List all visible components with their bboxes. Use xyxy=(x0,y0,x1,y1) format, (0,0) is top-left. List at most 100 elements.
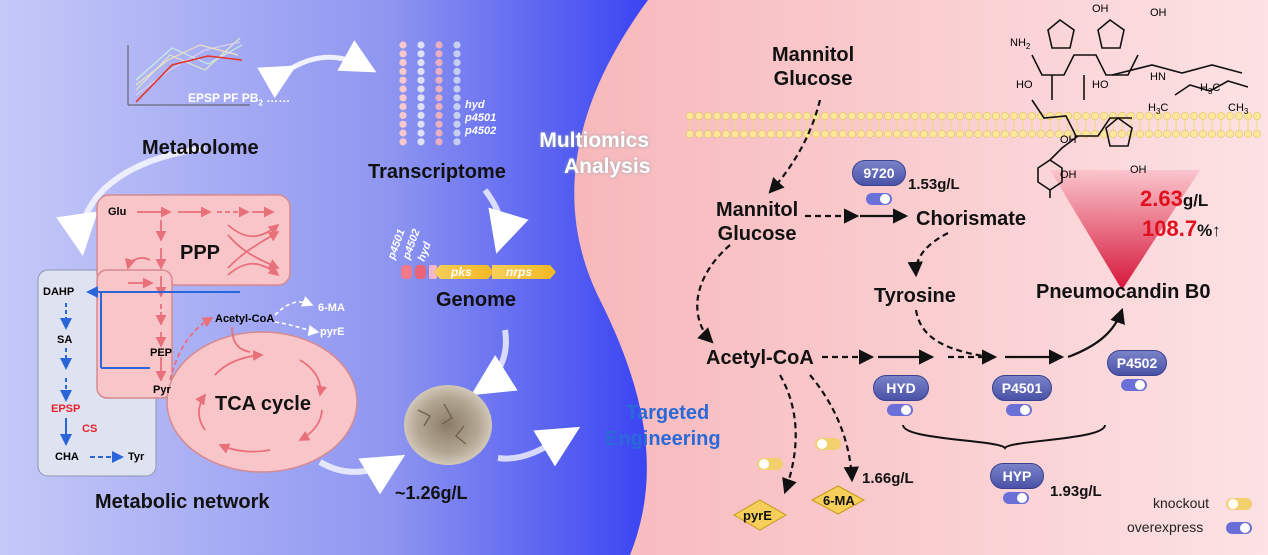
production-triangle xyxy=(1050,170,1200,290)
lipid-head xyxy=(911,130,919,138)
node-pyre: pyrE xyxy=(320,326,345,338)
lipid-head xyxy=(704,130,712,138)
expression-dot xyxy=(453,111,461,119)
lipid-head xyxy=(938,130,946,138)
pneumocandin-b0-label: Pneumocandin B0 xyxy=(1036,281,1211,303)
lipid-head xyxy=(695,130,703,138)
metabolome-chart xyxy=(127,37,250,106)
lipid-head xyxy=(1172,112,1180,120)
metabolites-label: EPSP PF PB2 …… xyxy=(188,91,291,108)
expression-dot xyxy=(417,94,425,102)
hyp-titer: 1.93g/L xyxy=(1050,483,1102,500)
expression-dot xyxy=(435,129,443,137)
lipid-head xyxy=(767,130,775,138)
mol-ch3-label: CH3 xyxy=(1228,102,1249,117)
expression-dot xyxy=(417,129,425,137)
expression-dot xyxy=(417,41,425,49)
lipid-head xyxy=(785,130,793,138)
lipid-head xyxy=(1028,130,1036,138)
lipid-head xyxy=(1073,112,1081,120)
expression-dot xyxy=(435,103,443,111)
lipid-head xyxy=(902,112,910,120)
expression-dot xyxy=(435,120,443,128)
expression-dot xyxy=(399,103,407,111)
mol-oh2-label: OH xyxy=(1150,7,1167,19)
lipid-head xyxy=(974,112,982,120)
expression-dot xyxy=(453,67,461,75)
lipid-head xyxy=(1190,112,1198,120)
legend-overexpress-label: overexpress xyxy=(1127,519,1204,535)
lipid-head xyxy=(857,130,865,138)
expression-dot xyxy=(435,41,443,49)
genome-title: Genome xyxy=(436,289,517,311)
lipid-head xyxy=(902,130,910,138)
transcriptome-heatmap xyxy=(399,41,461,146)
genome-pks-label: pks xyxy=(451,265,472,279)
expression-dot xyxy=(417,76,425,84)
lipid-head xyxy=(758,112,766,120)
gene-cluster xyxy=(401,265,556,279)
lipid-head xyxy=(1244,130,1252,138)
6ma-diamond xyxy=(810,485,866,515)
lipid-head xyxy=(965,130,973,138)
ppp-box xyxy=(96,194,291,286)
mol-hn-label: HN xyxy=(1150,71,1166,83)
lipid-head xyxy=(767,112,775,120)
lipid-head xyxy=(929,130,937,138)
pyre-diamond xyxy=(732,499,788,531)
expression-dot xyxy=(417,120,425,128)
genome-nrps-label: nrps xyxy=(506,265,533,279)
lipid-head xyxy=(776,130,784,138)
expression-dot xyxy=(453,138,461,146)
gene-p4502-label: p4502 xyxy=(465,125,497,137)
expression-dot xyxy=(435,94,443,102)
lipid-head xyxy=(1136,130,1144,138)
expression-dot xyxy=(399,94,407,102)
expression-dot xyxy=(399,50,407,58)
lipid-head xyxy=(1082,112,1090,120)
p4502-overexpress-toggle xyxy=(1121,379,1147,391)
expression-dot xyxy=(399,111,407,119)
lipid-head xyxy=(722,112,730,120)
lipid-head xyxy=(1019,130,1027,138)
mol-nh2-label: NH2 xyxy=(1010,37,1031,52)
titer-increase: 108.7%↑ xyxy=(1142,216,1221,241)
lipid-head xyxy=(839,112,847,120)
lipid-head xyxy=(713,130,721,138)
hyp-overexpress-toggle xyxy=(1003,492,1029,504)
expression-dot xyxy=(399,41,407,49)
lipid-head xyxy=(713,112,721,120)
fungus-culture-image xyxy=(404,385,492,465)
mol-oh1-label: OH xyxy=(1092,3,1109,15)
lipid-head xyxy=(830,130,838,138)
lipid-head xyxy=(749,130,757,138)
lipid-head xyxy=(794,130,802,138)
gene-9720-overexpress-toggle xyxy=(866,193,892,205)
lipid-head xyxy=(1154,112,1162,120)
lipid-head xyxy=(1208,112,1216,120)
acetyl-coa-label: Acetyl-CoA xyxy=(706,347,814,369)
lipid-head xyxy=(1136,112,1144,120)
pyre-node: pyrE xyxy=(743,508,772,523)
lipid-head xyxy=(758,130,766,138)
node-cs: CS xyxy=(82,423,98,435)
lipid-head xyxy=(1046,130,1054,138)
lipid-head xyxy=(749,112,757,120)
lipid-head xyxy=(1190,130,1198,138)
expression-dot xyxy=(399,59,407,67)
node-pep: PEP xyxy=(150,347,173,359)
lipid-head xyxy=(866,112,874,120)
lipid-head xyxy=(1010,130,1018,138)
lipid-head xyxy=(1181,130,1189,138)
glycolysis-box xyxy=(96,269,173,399)
expression-dot xyxy=(399,129,407,137)
lipid-head xyxy=(965,112,973,120)
lipid-head xyxy=(1046,112,1054,120)
expression-dot xyxy=(417,67,425,75)
lipid-head xyxy=(740,112,748,120)
lipid-head xyxy=(839,130,847,138)
lipid-head xyxy=(983,130,991,138)
expression-dot xyxy=(399,67,407,75)
metabolome-title: Metabolome xyxy=(142,137,259,159)
transcriptome-title: Transcriptome xyxy=(368,161,506,183)
